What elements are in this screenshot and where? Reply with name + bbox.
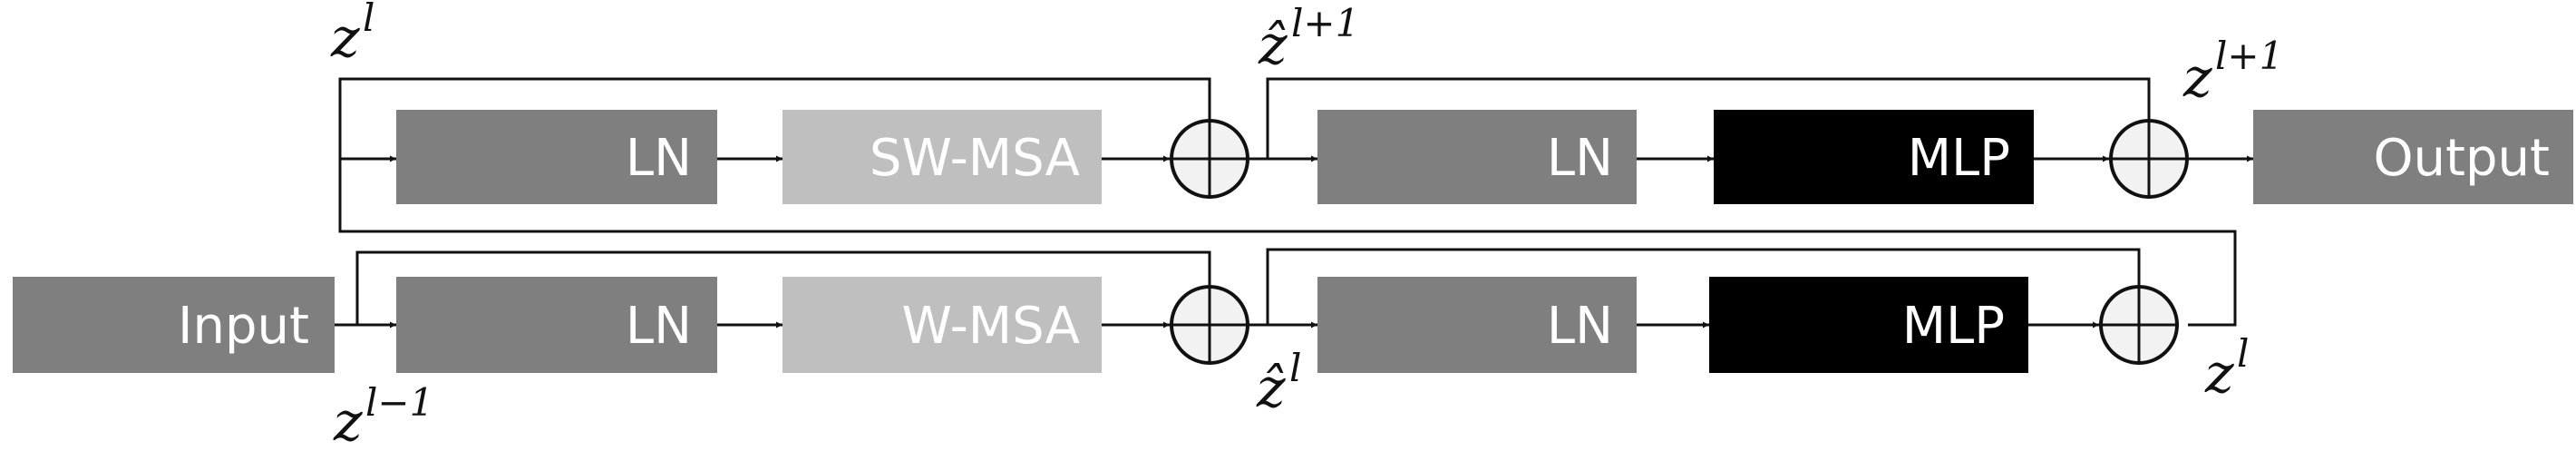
svg-text:l+1: l+1 (1291, 1, 1359, 45)
ln-box-bottom-2 (1317, 277, 1637, 373)
label-zhat-l-plus-1: ẑ l+1 (1258, 1, 1359, 77)
input-label: Input (178, 297, 309, 356)
svg-text:ẑ: ẑ (1256, 357, 1286, 420)
label-z-l-minus-1: z l−1 (333, 380, 433, 451)
ln-label-top-2: LN (1547, 129, 1613, 188)
output-label: Output (2373, 129, 2550, 188)
label-z-l-top: z l (330, 0, 374, 70)
w-msa-label: W-MSA (901, 297, 1080, 356)
svg-text:z: z (2204, 342, 2234, 406)
sw-msa-box (783, 110, 1102, 204)
svg-text:z: z (2182, 46, 2212, 110)
ln-label-bottom-1: LN (626, 297, 692, 356)
svg-text:ẑ: ẑ (1258, 14, 1288, 77)
svg-text:l−1: l−1 (365, 380, 433, 425)
ln-label-bottom-2: LN (1547, 297, 1613, 356)
output-box (2253, 110, 2573, 204)
svg-text:l: l (1289, 346, 1301, 390)
svg-text:l: l (2237, 331, 2249, 376)
input-box (13, 277, 335, 373)
mlp-box-bottom (1709, 277, 2028, 373)
ln-box-top-2 (1317, 110, 1637, 204)
ln-box-bottom-1 (396, 277, 717, 373)
svg-text:z: z (333, 390, 363, 451)
mlp-label-top: MLP (1908, 129, 2010, 188)
ln-label-top-1: LN (626, 129, 692, 188)
label-z-l-plus-1: z l+1 (2182, 34, 2283, 110)
svg-text:l: l (363, 0, 374, 40)
sw-msa-label: SW-MSA (870, 129, 1080, 188)
mlp-box-top (1714, 110, 2034, 204)
top-row-wires (338, 77, 2253, 162)
bottom-row-wires (335, 248, 2143, 328)
mlp-label-bottom: MLP (1902, 297, 2005, 356)
feedback-loop-wire (338, 159, 2237, 327)
ln-box-top-1 (396, 110, 717, 204)
label-z-l-bottom: z l (2204, 331, 2249, 406)
w-msa-box (783, 277, 1102, 373)
svg-text:l+1: l+1 (2215, 34, 2283, 78)
svg-text:z: z (330, 6, 360, 70)
label-zhat-l: ẑ l (1256, 346, 1301, 420)
